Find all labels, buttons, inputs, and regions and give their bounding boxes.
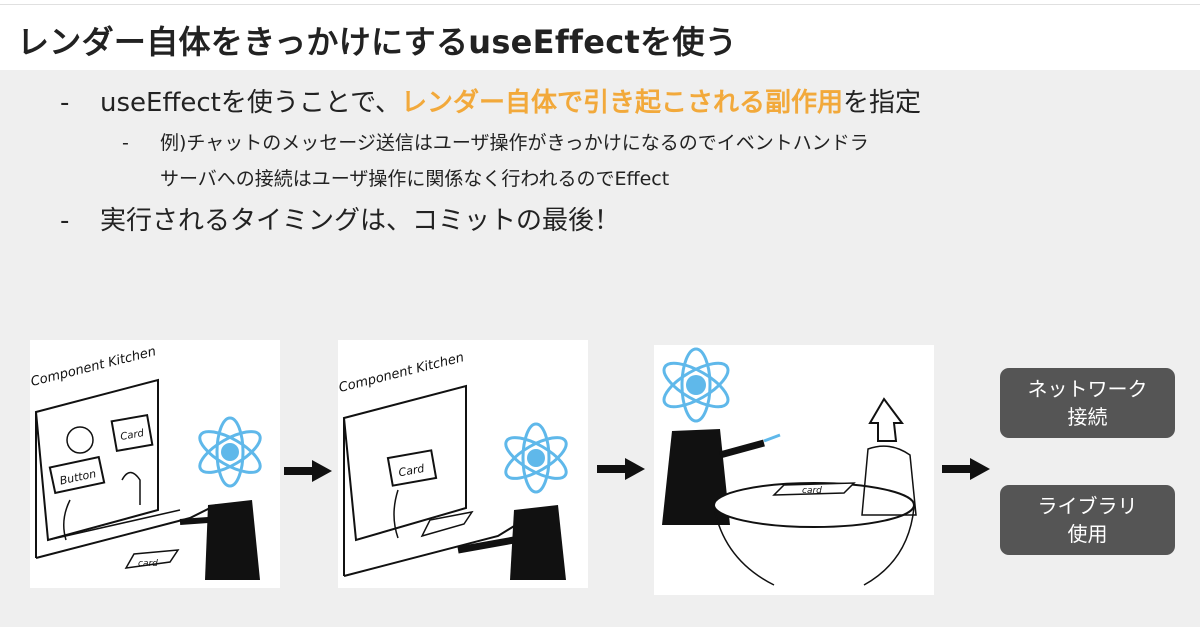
sub-bullet-server: サーバへの接続はユーザ操作に関係なく行われるのでEffect xyxy=(160,168,670,190)
bullet-text-before: useEffectを使うことで、 xyxy=(100,88,402,118)
top-divider xyxy=(0,4,1200,5)
kitchen-sign: Component Kitchen xyxy=(30,344,158,390)
kitchen-illustration-1: Component Kitchen Button Card card xyxy=(30,340,280,588)
bullet-text-after: を指定 xyxy=(843,88,922,118)
kitchen-illustration-2: Component Kitchen Card xyxy=(338,340,588,588)
bullet-highlight: レンダー自体で引き起こされる副作用 xyxy=(401,88,844,118)
bullet-timing: 実行されるタイミングは、コミットの最後！ xyxy=(100,206,621,236)
card-small-label: card xyxy=(138,559,158,569)
table-illustration: card xyxy=(654,345,934,595)
card-label: Card xyxy=(398,462,427,479)
sub-bullet-dash: - xyxy=(122,132,129,154)
side-effect-library-label: ライブラリ 使用 xyxy=(1037,494,1138,546)
card-plate-label: card xyxy=(802,486,822,496)
sub-bullet-example: 例)チャットのメッセージ送信はユーザ操作がきっかけになるのでイベントハンドラ xyxy=(160,132,869,154)
flow-arrow-1 xyxy=(282,458,334,484)
bullet-dash: - xyxy=(60,206,70,236)
bullet-useeffect: useEffectを使うことで、レンダー自体で引き起こされる副作用を指定 xyxy=(100,80,921,126)
side-effect-network: ネットワーク 接続 xyxy=(1000,368,1175,438)
flow-arrow-3 xyxy=(940,456,992,482)
flow-arrow-2 xyxy=(595,456,647,482)
bullet-dash: - xyxy=(60,88,70,118)
card-label: Card xyxy=(120,428,146,443)
slide-title: レンダー自体をきっかけにするuseEffectを使う xyxy=(17,23,738,61)
side-effect-library: ライブラリ 使用 xyxy=(1000,485,1175,555)
side-effect-network-label: ネットワーク 接続 xyxy=(1027,377,1148,429)
kitchen-sign: Component Kitchen xyxy=(338,350,466,396)
